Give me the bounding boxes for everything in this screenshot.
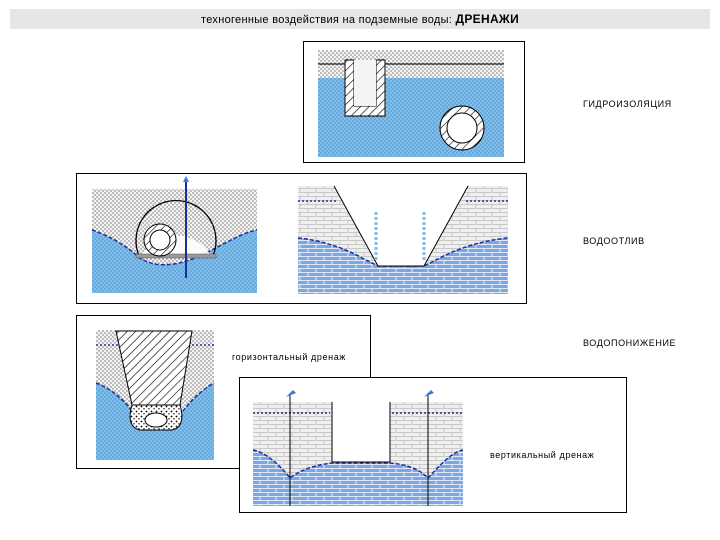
label-vertical-drain: вертикальный дренаж: [490, 450, 595, 460]
slide-title: техногенные воздействия на подземные вод…: [10, 12, 710, 26]
label-lowering: ВОДОПОНИЖЕНИЕ: [583, 338, 677, 348]
groundwater-layer: [253, 450, 463, 506]
well-left-arrow-icon: [286, 390, 296, 397]
drain-pipe: [144, 412, 168, 428]
pit-excavation: [332, 402, 390, 462]
pit-walls: [333, 185, 469, 267]
depression-curve: [252, 449, 464, 480]
pit-walls: [331, 402, 391, 463]
well-right-arrow-icon: [424, 390, 434, 397]
label-waterproofing: ГИДРОИЗОЛЯЦИЯ: [583, 99, 672, 109]
depression-curve: [91, 229, 258, 266]
groundwater-layer: [96, 383, 214, 460]
waterproofing-diagram: [318, 50, 504, 157]
sump-platform: [135, 253, 217, 259]
vertical-drain-diagram: [252, 390, 464, 506]
title-bar: техногенные воздействия на подземные вод…: [10, 9, 710, 29]
pipe-inner: [149, 229, 171, 251]
pipe-inner: [446, 112, 478, 144]
label-dewatering: ВОДООТЛИВ: [583, 236, 645, 246]
horizontal-drain-diagram: [95, 330, 215, 460]
pump-arrow-icon: [183, 176, 189, 182]
title-prefix: техногенные воздействия на подземные вод…: [201, 14, 453, 26]
depression-curve: [95, 382, 215, 427]
label-horizontal-drain: горизонтальный дренаж: [232, 352, 346, 362]
dewatering-left-diagram: [91, 176, 258, 293]
excavation-edge: [135, 200, 217, 259]
title-main: ДРЕНАЖИ: [455, 12, 519, 26]
dewatering-right-diagram: [297, 185, 509, 294]
backfill-trench: [115, 330, 193, 406]
u-foundation-cavity: [354, 60, 376, 106]
groundwater-layer: [92, 230, 257, 293]
